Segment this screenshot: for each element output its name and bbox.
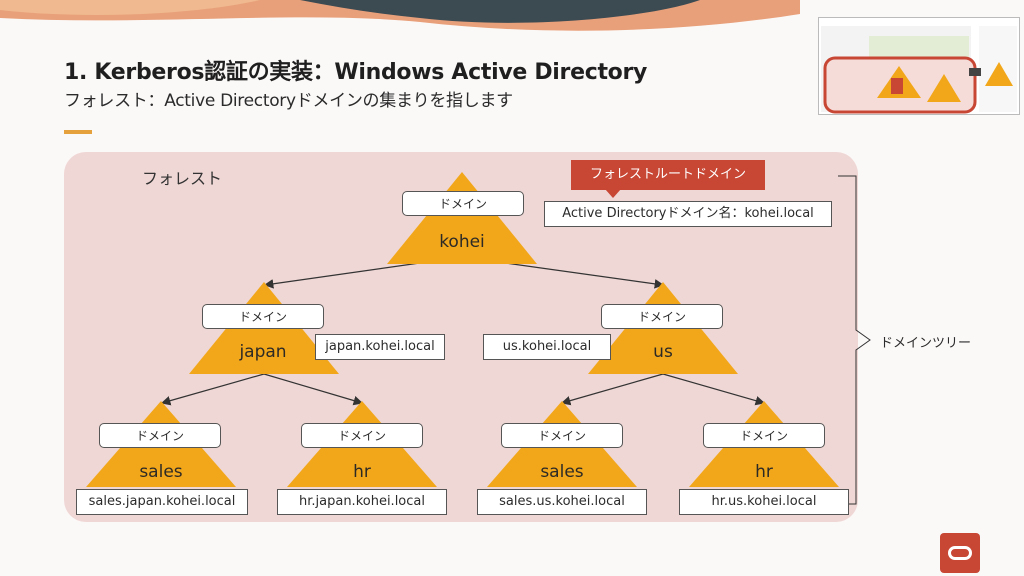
domain-box-japan-hr: ドメイン — [301, 423, 423, 448]
domain-tree-bracket — [838, 175, 871, 505]
domain-name-us-hr: hr — [755, 462, 773, 482]
arrow-japan-hr — [263, 373, 364, 406]
domain-name-japan-sales: sales — [139, 462, 183, 482]
arrow-us-hr — [662, 373, 766, 406]
accent-line — [64, 130, 92, 134]
oracle-logo-icon — [940, 533, 980, 573]
domain-box-japan-sales: ドメイン — [99, 423, 221, 448]
domain-name-us-sales: sales — [540, 462, 584, 482]
domain-name-japan: japan — [239, 342, 287, 362]
domain-name-japan-hr: hr — [353, 462, 371, 482]
domain-box-japan: ドメイン — [202, 304, 324, 329]
fqdn-japan-sales: sales.japan.kohei.local — [76, 489, 248, 515]
domain-name-us: us — [653, 342, 673, 362]
page-subtitle: フォレスト：Active Directoryドメインの集まりを指します — [64, 91, 513, 111]
domain-box-kohei: ドメイン — [402, 191, 524, 216]
thumbnail-diagram — [821, 26, 1017, 114]
fqdn-kohei: Active Directoryドメイン名：kohei.local — [544, 201, 832, 227]
arrow-japan-sales — [160, 373, 265, 406]
fqdn-japan-hr: hr.japan.kohei.local — [277, 489, 447, 515]
fqdn-us-hr: hr.us.kohei.local — [679, 489, 849, 515]
domain-name-kohei: kohei — [439, 232, 485, 252]
domain-triangle-kohei — [387, 172, 537, 264]
fqdn-us-sales: sales.us.kohei.local — [477, 489, 647, 515]
domain-box-us: ドメイン — [601, 304, 723, 329]
overview-thumbnail — [818, 17, 1020, 115]
fqdn-us: us.kohei.local — [483, 334, 611, 360]
fqdn-japan: japan.kohei.local — [315, 334, 445, 360]
forest-label: フォレスト — [142, 169, 223, 188]
domain-tree-label: ドメインツリー — [880, 336, 972, 351]
forest-root-domain-badge: フォレストルートドメイン — [571, 160, 765, 198]
page-title: 1. Kerberos認証の実装：Windows Active Director… — [64, 60, 648, 85]
arrow-us-sales — [560, 373, 664, 406]
domain-box-us-hr: ドメイン — [703, 423, 825, 448]
domain-box-us-sales: ドメイン — [501, 423, 623, 448]
decorative-header-art — [0, 0, 800, 31]
